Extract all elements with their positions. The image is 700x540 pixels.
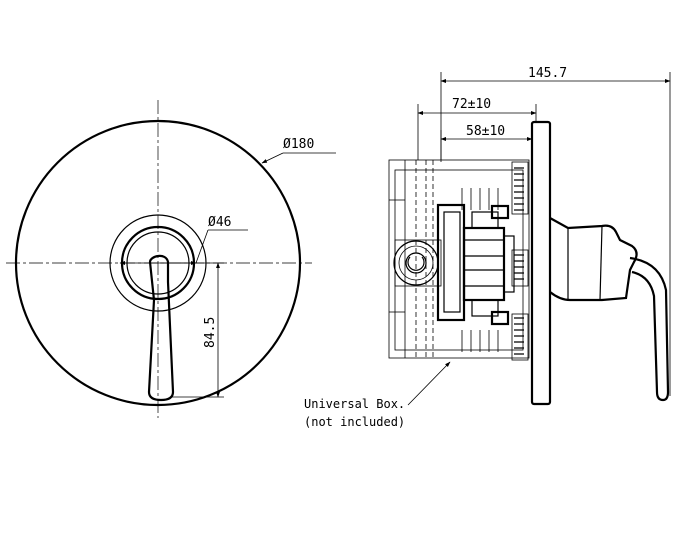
universal-box-note-line1: Universal Box. xyxy=(304,397,405,411)
range-inner-label: 58±10 xyxy=(466,124,505,139)
cover-plate-outline xyxy=(14,119,302,407)
universal-box-note-line2: (not included) xyxy=(304,415,405,429)
cartridge-body xyxy=(436,203,515,326)
plate-diameter-leader xyxy=(261,152,284,164)
handle-side-profile xyxy=(549,217,670,402)
range-outer-label: 72±10 xyxy=(452,97,491,112)
lever-handle xyxy=(147,254,175,402)
universal-box xyxy=(388,159,530,361)
plate-diameter-label: Ø180 xyxy=(283,137,314,152)
lever-height-label: 84.5 xyxy=(203,317,218,348)
hub-diameter-leader xyxy=(195,229,209,264)
front-view: Ø180 Ø46 84.5 xyxy=(6,100,336,418)
side-view: 145.7 72±10 58±10 xyxy=(304,66,671,429)
inlet-port xyxy=(393,240,439,286)
hub-diameter-label: Ø46 xyxy=(208,215,231,230)
wall-plate-profile xyxy=(530,120,552,406)
universal-box-leader xyxy=(407,361,451,406)
overall-depth-label: 145.7 xyxy=(528,66,567,81)
